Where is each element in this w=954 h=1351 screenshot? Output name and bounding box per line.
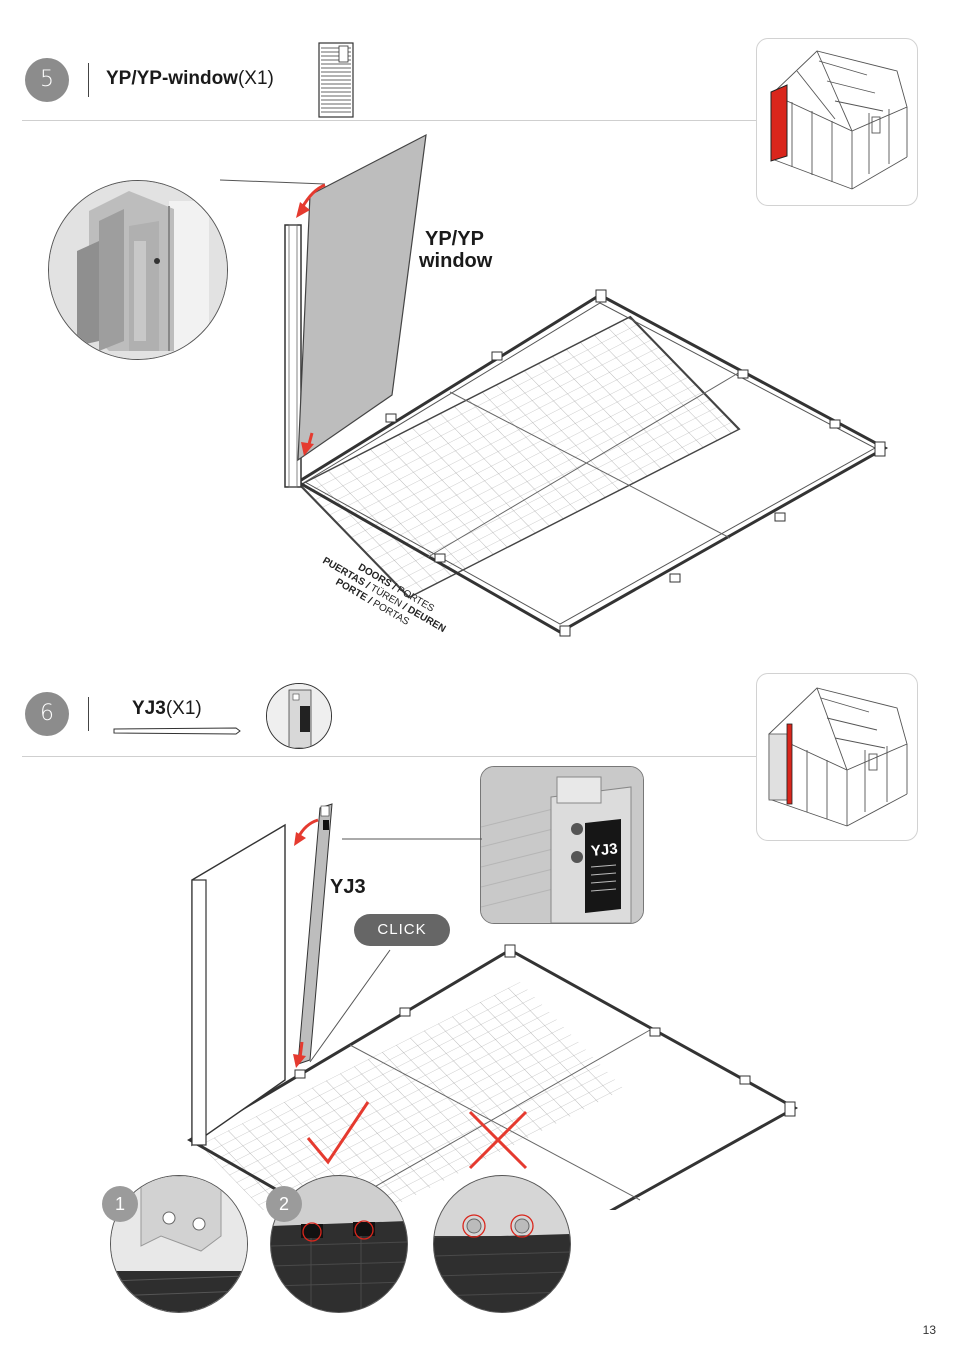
detail-wrong-photo <box>433 1175 571 1313</box>
profile-zoom-detail <box>48 180 228 360</box>
part-quantity: (X1) <box>165 698 202 719</box>
section-divider <box>22 756 757 757</box>
shed-illustration <box>768 687 908 827</box>
part-quantity: (X1) <box>237 68 274 89</box>
shed-thumbnail <box>756 673 918 841</box>
panel-label: YP/YP window <box>419 228 492 272</box>
incorrect-cross-icon <box>468 1110 528 1170</box>
tag-zoom-detail: YJ3 <box>480 766 644 924</box>
tag-label: YJ3 <box>590 840 618 860</box>
part-name: YJ3 <box>132 698 166 719</box>
detail-1-photo <box>110 1175 248 1313</box>
zoom-leader-line <box>220 179 326 185</box>
correct-check-icon <box>306 1101 370 1165</box>
part-title: YJ3(X1) <box>132 698 202 720</box>
page-number: 13 <box>922 1323 936 1337</box>
detail-1-number: 1 <box>102 1186 138 1222</box>
section-divider <box>22 120 757 121</box>
detail-2-photo <box>270 1175 408 1313</box>
highlighted-post <box>786 723 793 805</box>
post-assembly-illustration <box>187 803 799 1210</box>
rod-part-icon <box>113 727 241 735</box>
panel-label-line1: YP/YP <box>425 228 484 250</box>
step-number-badge: 5 <box>25 58 69 102</box>
floor-assembly-illustration <box>284 133 889 637</box>
post-label: YJ3 <box>330 876 366 898</box>
highlighted-panel <box>770 84 788 162</box>
click-badge: CLICK <box>354 914 450 946</box>
step-separator <box>88 697 89 731</box>
part-title: YP/YP-window(X1) <box>106 68 274 90</box>
shed-thumbnail <box>756 38 918 206</box>
detail-2-number: 2 <box>266 1186 302 1222</box>
shed-illustration <box>770 50 908 190</box>
panel-part-icon <box>318 42 354 118</box>
zoom-leader-line <box>342 838 482 840</box>
step-separator <box>88 63 89 97</box>
step-number-badge: 6 <box>25 692 69 736</box>
panel-label-line2: window <box>419 250 493 272</box>
yj3-part-detail <box>266 683 332 749</box>
part-name: YP/YP-window <box>106 68 238 89</box>
